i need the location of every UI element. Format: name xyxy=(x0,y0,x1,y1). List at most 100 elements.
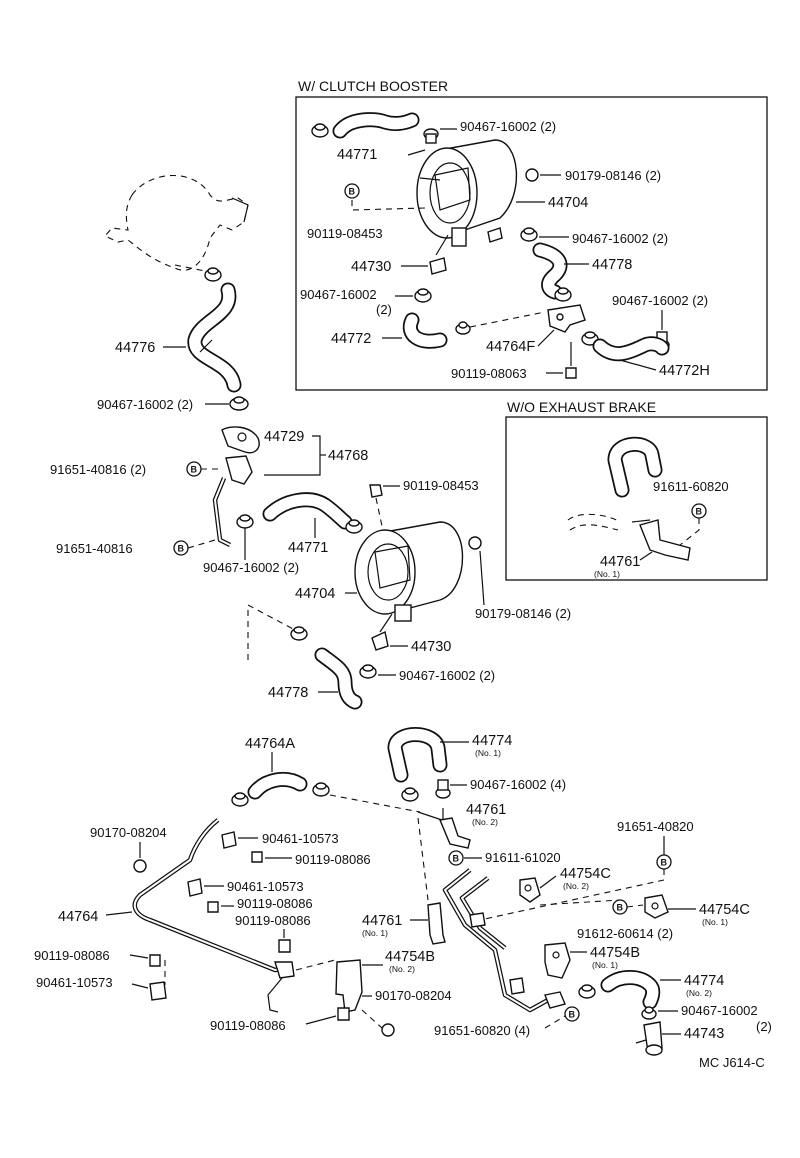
label-m-44704: 44704 xyxy=(295,586,335,602)
label-44776: 44776 xyxy=(115,340,155,356)
clutch-booster-box xyxy=(295,96,768,391)
clamp-b-3 xyxy=(401,787,419,802)
marker-b-b-1: B xyxy=(448,850,464,866)
label-b-44754C-no1-sub: (No. 1) xyxy=(702,917,728,927)
label-b-90119-08086-e: 90119-08086 xyxy=(210,1018,286,1033)
label-cb-90467-left: 90467-16002 xyxy=(300,287,377,302)
clamp-cb-4 xyxy=(414,288,432,303)
hose-44771-mid xyxy=(262,492,353,530)
label-b-44754C-no1: 44754C xyxy=(699,902,750,918)
label-cb-44764F: 44764F xyxy=(486,339,535,355)
label-b-44754C-no2: 44754C xyxy=(560,866,611,882)
bracket-44768 xyxy=(212,455,253,548)
clamp-b-1 xyxy=(231,792,249,807)
valve-m-44730 xyxy=(371,613,393,651)
bracket-b-44761-no2 xyxy=(417,811,471,849)
pipe-b-right xyxy=(442,868,566,1013)
label-b-90467-4: 90467-16002 (4) xyxy=(470,777,566,792)
label-m-44771: 44771 xyxy=(288,540,328,556)
label-b-90467-bot: 90467-16002 xyxy=(681,1003,758,1018)
svg-text:B: B xyxy=(453,854,460,864)
exhaust-brake-box xyxy=(505,416,768,581)
label-m-90467-b: 90467-16002 (2) xyxy=(399,668,495,683)
marker-b-eb: B xyxy=(691,503,707,519)
label-eb-91611-60820: 91611-60820 xyxy=(653,479,729,494)
bracket-b-44754B-no1 xyxy=(544,942,571,979)
section-title-exhaust-brake: W/O EXHAUST BRAKE xyxy=(507,399,656,415)
svg-text:B: B xyxy=(661,858,668,868)
label-b-44774-top-sub: (No. 1) xyxy=(475,748,501,758)
label-cb-90467-mid: 90467-16002 (2) xyxy=(572,231,668,246)
bracket-eb-44761 xyxy=(631,519,691,561)
label-cb-90119-08063: 90119-08063 xyxy=(451,366,527,381)
svg-text:B: B xyxy=(617,903,624,913)
label-b-44754C-no2-sub: (No. 2) xyxy=(563,881,589,891)
label-eb-44761: 44761 xyxy=(600,554,640,570)
marker-b-m-1: B xyxy=(186,461,202,477)
clamp-b-90461-c xyxy=(149,981,167,1001)
label-cb-90467-left-qty: (2) xyxy=(376,302,392,317)
label-b-44774-bot-sub: (No. 2) xyxy=(686,988,712,998)
hose-44772 xyxy=(402,312,448,349)
valve-44730-cb xyxy=(429,227,503,275)
clamp-b-90461-b xyxy=(187,878,203,897)
label-b-44754B-no1-sub: (No. 1) xyxy=(592,960,618,970)
bracket-b-44754C-no1 xyxy=(644,894,669,919)
clamp-m-3 xyxy=(359,664,377,679)
clamp-cb-6 xyxy=(455,321,471,335)
label-cb-90467-right: 90467-16002 (2) xyxy=(612,293,708,308)
label-cb-90179: 90179-08146 (2) xyxy=(565,168,661,183)
booster-cylinder-44704 xyxy=(354,521,464,622)
hose-44776 xyxy=(187,282,242,393)
fitting-44743 xyxy=(635,1021,663,1056)
label-m-44730: 44730 xyxy=(411,639,451,655)
svg-text:B: B xyxy=(349,187,356,197)
bolt-b-90119-b xyxy=(207,901,219,913)
diagram-code: MC J614-C xyxy=(699,1055,765,1070)
label-b-91611-61020: 91611-61020 xyxy=(485,850,561,865)
label-b-44774-top: 44774 xyxy=(472,733,512,749)
clamp-m-2 xyxy=(345,519,363,534)
bracket-b-44754C-no2 xyxy=(519,877,541,903)
label-m-90119-08453: 90119-08453 xyxy=(403,478,479,493)
svg-text:B: B xyxy=(569,1010,576,1020)
label-m-90179: 90179-08146 (2) xyxy=(475,606,571,621)
clamp-left-top xyxy=(204,267,222,282)
clamp-b-4 xyxy=(435,779,451,799)
pipe-44764 xyxy=(132,818,295,1013)
bolt-90119-08063 xyxy=(565,342,577,379)
nut-m-90179 xyxy=(468,536,482,550)
label-b-91651-60820: 91651-60820 (4) xyxy=(434,1023,530,1038)
label-b-90119-08086-d: 90119-08086 xyxy=(34,948,110,963)
label-b-44774-bot: 44774 xyxy=(684,973,724,989)
label-m-91651-40816-b: 91651-40816 xyxy=(56,541,133,556)
clamp-left-bottom xyxy=(229,396,249,411)
label-b-90461-a: 90461-10573 xyxy=(262,831,339,846)
label-cb-44778: 44778 xyxy=(592,257,632,273)
marker-b-b-4: B xyxy=(564,1006,580,1022)
marker-b-b-2: B xyxy=(656,854,672,870)
label-b-90170-top: 90170-08204 xyxy=(90,825,167,840)
bracket-b-44761-no1 xyxy=(427,902,446,945)
label-m-44729: 44729 xyxy=(264,429,304,445)
label-b-44764: 44764 xyxy=(58,909,98,925)
label-cb-44704: 44704 xyxy=(548,195,588,211)
bracket-b-44754B-no2 xyxy=(335,959,363,1013)
bolt-b-90119-a xyxy=(251,851,263,863)
label-b-90170-bot: 90170-08204 xyxy=(375,988,452,1003)
bolt-b-90119-c xyxy=(278,939,291,953)
label-b-90119-08086-a: 90119-08086 xyxy=(295,852,371,867)
marker-b-m-2: B xyxy=(173,540,189,556)
hose-b-44764A xyxy=(247,771,308,800)
bracket-44764F xyxy=(547,304,586,333)
label-b-90119-08086-b: 90119-08086 xyxy=(237,896,313,911)
label-m-44778: 44778 xyxy=(268,685,308,701)
svg-text:B: B xyxy=(178,544,185,554)
hose-b-44774-no1 xyxy=(387,727,448,783)
clamp-b-5 xyxy=(578,984,596,999)
label-cb-44772: 44772 xyxy=(331,331,371,347)
label-90467-16002-left: 90467-16002 (2) xyxy=(97,397,193,412)
label-b-44754B-no2: 44754B xyxy=(385,949,435,965)
clamp-cb-3 xyxy=(520,227,538,242)
